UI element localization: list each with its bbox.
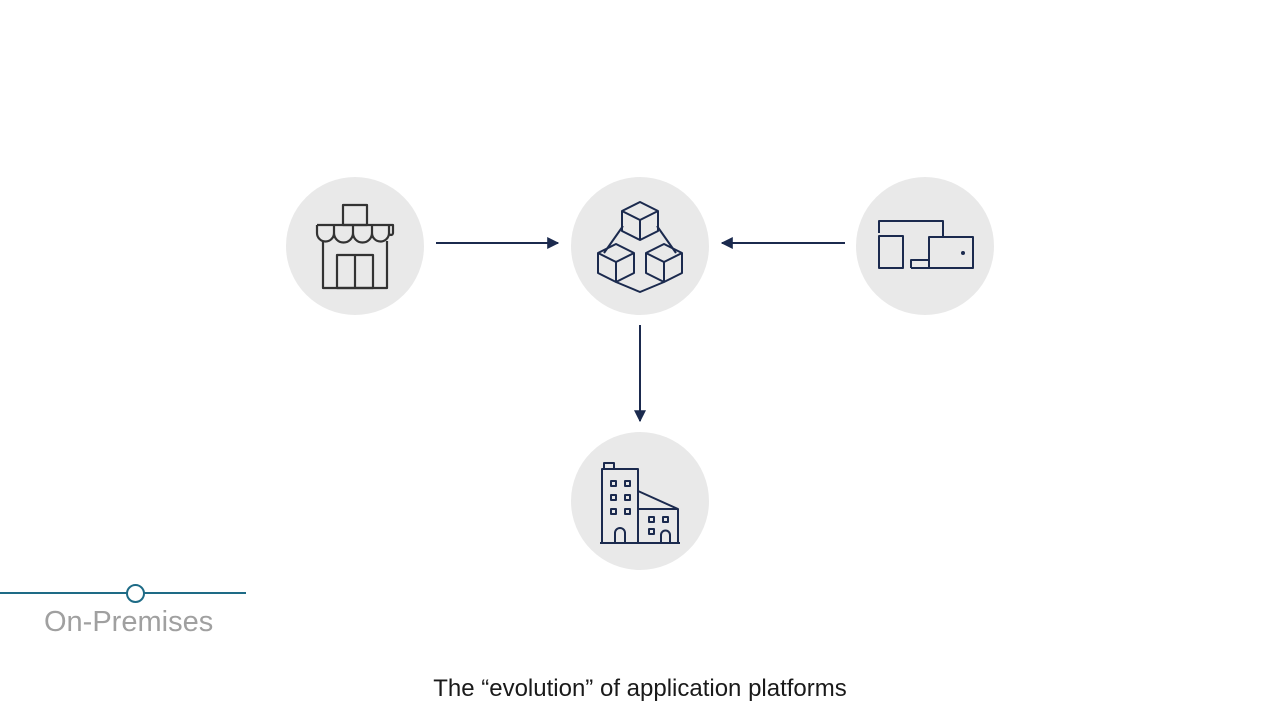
timeline: On-Premises (0, 582, 250, 652)
node-enterprise (571, 432, 709, 570)
office-building-icon (600, 462, 680, 544)
storefront-icon (315, 203, 395, 290)
timeline-line (0, 592, 246, 594)
node-devices (856, 177, 994, 315)
node-store (286, 177, 424, 315)
slide-caption: The “evolution” of application platforms (433, 675, 847, 702)
devices-icon (878, 220, 974, 269)
timeline-marker (126, 584, 145, 603)
stage-label: On-Premises (44, 606, 214, 638)
cubes-icon (597, 201, 683, 293)
node-hub (571, 177, 709, 315)
